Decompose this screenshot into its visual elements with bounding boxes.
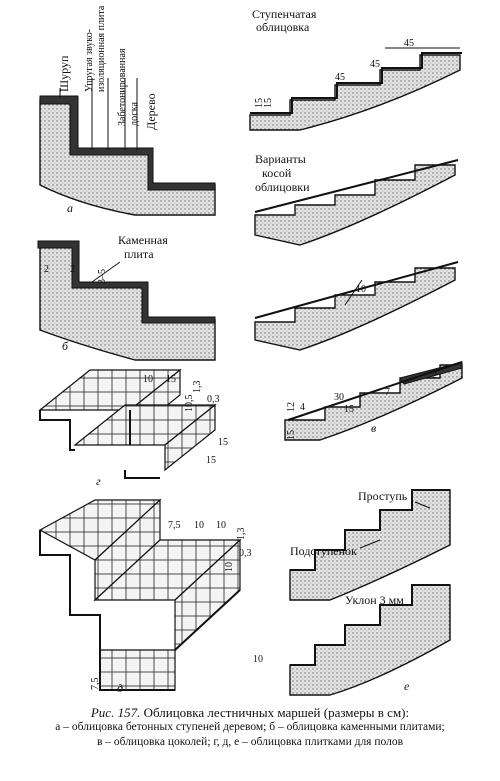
label-d-dim-10c: 10: [224, 562, 235, 572]
label-elastic-slab-2: изоляционная плита: [96, 5, 107, 92]
label-d-dim-7-5: 7,5: [168, 520, 181, 531]
subfigure-b: 2 2 3–5 Каменная плита б: [37, 233, 216, 361]
label-oblique-dim-10: 10: [356, 284, 366, 295]
label-g-dim-1-3: 1,3: [192, 381, 203, 394]
subfigure-d: 7,5 10 10 1,3 10 0,3 10 7,5 д: [38, 498, 263, 695]
label-oblique-3: облицовки: [255, 180, 310, 194]
label-d-dim-7-5b: 7,5: [90, 678, 101, 691]
label-elastic-slab-1: Упругая звуко-: [84, 29, 95, 92]
label-step-dim-45b: 45: [370, 59, 380, 70]
label-oblique-1: Варианты: [255, 152, 306, 166]
label-d-dim-10b: 10: [216, 520, 226, 531]
label-stone-slab-1: Каменная: [118, 233, 168, 247]
caption-line-3: в – облицовка цоколей; г, д, е – облицов…: [96, 736, 404, 748]
label-screw: Шуруп: [57, 55, 71, 92]
subfigure-g: 10 15 1,3 0,3 10,5 15 15 г: [38, 368, 228, 488]
label-g-dim-15a: 15: [218, 437, 228, 448]
label-v-dim-4: 4: [300, 402, 305, 413]
label-step-title-1: Ступенчатая: [252, 7, 317, 21]
label-step-dim-45a: 45: [404, 38, 414, 49]
label-b-dim1: 2: [44, 264, 49, 275]
label-b-dim3: 3–5: [97, 269, 108, 284]
label-g-dim-0-3: 0,3: [207, 394, 220, 405]
label-g-dim-15b: 15: [206, 455, 216, 466]
label-d-dim-10d: 10: [253, 654, 263, 665]
label-v-dim-12: 12: [286, 402, 297, 412]
label-stone-slab-2: плита: [124, 247, 154, 261]
subfig-label-d: д: [117, 681, 123, 695]
label-v-dim-2: 2: [432, 370, 437, 381]
label-step-dim-45c: 45: [335, 72, 345, 83]
label-d-dim-1-3: 1,3: [236, 528, 247, 541]
label-riser: Подступенок: [290, 544, 357, 558]
subfig-label-a: а: [67, 201, 73, 215]
label-step-title-2: облицовка: [256, 20, 310, 34]
subfig-label-v: в: [371, 421, 376, 435]
label-b-dim2: 2: [70, 264, 75, 275]
label-oblique-2: косой: [262, 166, 292, 180]
label-v-dim-15b: 15: [286, 430, 297, 440]
stair-cladding-figure: Шуруп Упругая звуко- изоляционная плита …: [37, 5, 463, 696]
label-d-dim-0-3: 0,3: [239, 548, 252, 559]
label-d-dim-10a: 10: [194, 520, 204, 531]
label-tread: Проступь: [358, 489, 408, 503]
subfigure-a: Шуруп Упругая звуко- изоляционная плита …: [39, 5, 216, 216]
label-g-dim-15: 15: [166, 374, 176, 385]
caption-prefix: Рис. 157.: [90, 705, 141, 720]
label-step-dim-15b: 15: [263, 98, 274, 108]
label-tarred-board-2: доска: [129, 102, 140, 126]
subfig-label-b: б: [62, 339, 69, 353]
caption-line-2: а – облицовка бетонных ступеней деревом;…: [55, 721, 445, 733]
subfigure-v: 2 7 30 15 12 4 15 в: [284, 361, 463, 441]
label-v-dim-30: 30: [334, 392, 344, 403]
subfigure-step-cladding: Ступенчатая облицовка 45 45 45 15 15: [249, 7, 462, 131]
figure-caption: Рис. 157. Облицовка лестничных маршей (р…: [6, 705, 494, 750]
subfig-label-e: е: [404, 679, 410, 693]
caption-title: Облицовка лестничных маршей (размеры в с…: [143, 705, 410, 720]
label-g-dim-10: 10: [143, 374, 153, 385]
subfigure-oblique: Варианты косой облицовки 10: [254, 152, 459, 351]
subfigure-e: Проступь Подступенок Уклон 3 мм е: [289, 489, 451, 696]
label-v-dim-7: 7: [385, 387, 390, 398]
label-slope: Уклон 3 мм: [345, 593, 404, 607]
label-wood: Дерево: [144, 93, 158, 130]
label-g-dim-10-5: 10,5: [184, 395, 195, 413]
label-tarred-board-1: Забетонированная: [117, 48, 128, 126]
subfig-label-g: г: [96, 474, 101, 488]
label-step-dim-15a: 15: [254, 98, 265, 108]
label-v-dim-15: 15: [344, 404, 354, 415]
